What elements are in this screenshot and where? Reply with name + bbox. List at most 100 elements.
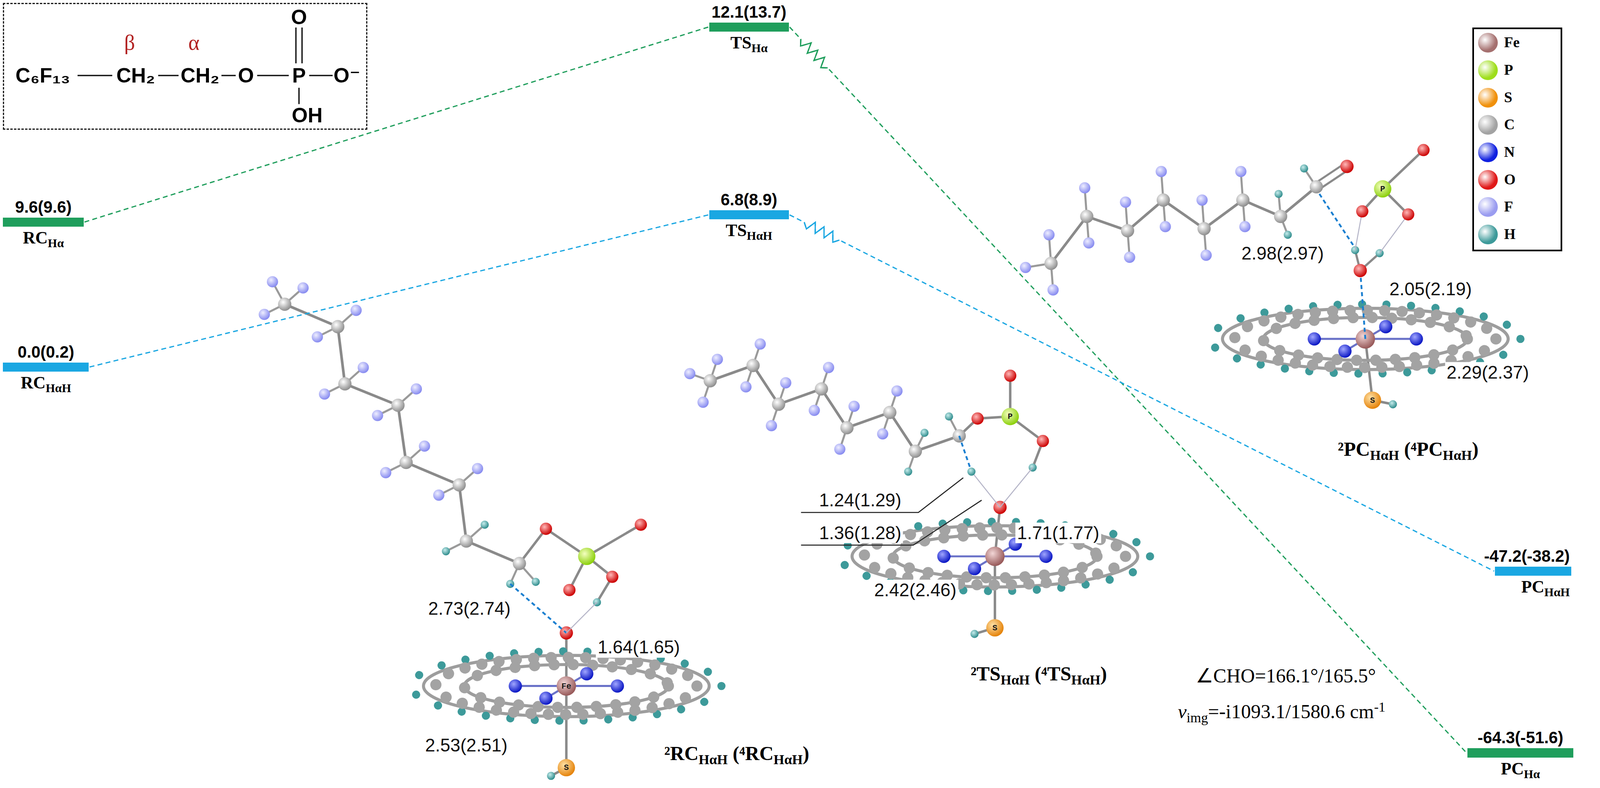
energy-value: -47.2(-38.2)	[1482, 546, 1572, 566]
hydrogen-bond	[566, 602, 598, 633]
state-name: TSHα	[728, 32, 770, 53]
carbon-position-label: β	[123, 32, 135, 54]
text-sub: img	[1186, 709, 1209, 725]
text-run	[1029, 662, 1035, 685]
phosphate-bonds	[1362, 149, 1424, 215]
energy-value: 9.6(9.6)	[13, 197, 74, 217]
formula-text: O	[238, 65, 255, 86]
energy-bar	[2, 217, 84, 227]
text-run: RC	[20, 373, 46, 392]
oxygen-atom	[634, 518, 647, 531]
energy-value: -64.3(-51.6)	[1476, 727, 1566, 747]
text-run: )	[1100, 662, 1108, 685]
energy-level-node: -64.3(-51.6)PCHα	[1467, 727, 1574, 779]
sulfur-atom	[986, 618, 1004, 637]
oxygen-atom	[1356, 205, 1369, 218]
text-run: )	[1471, 437, 1479, 460]
oxygen-atom	[1004, 369, 1017, 382]
distance-line	[510, 583, 567, 633]
text-sup: -1	[1373, 698, 1386, 714]
oxygen-atom	[1036, 434, 1050, 447]
distance-label: 2.53(2.51)	[423, 734, 510, 756]
text-sub: HαH	[1442, 447, 1472, 463]
distance-label: 1.36(1.28)	[817, 522, 904, 544]
text-run: =-i1093.1/1580.6	[1208, 700, 1346, 723]
legend-swatch	[1478, 87, 1498, 108]
distance-label: 1.71(1.77)	[1015, 522, 1102, 544]
legend-label: Fe	[1503, 34, 1520, 52]
text-run: TS	[730, 33, 752, 53]
hydrogen-bond	[1354, 211, 1408, 254]
connector-group	[89, 214, 709, 367]
legend-label: P	[1503, 61, 1513, 79]
formula-text: O⁻	[333, 65, 361, 86]
legend-label: S	[1503, 89, 1513, 106]
atom-symbol: Fe	[561, 680, 572, 691]
text-run: (⁴	[732, 742, 745, 764]
text-run: PC	[1500, 758, 1524, 778]
energy-level-node: -47.2(-38.2)PCHαH	[1482, 546, 1572, 597]
formula-text: CH₂	[116, 65, 155, 86]
legend-label: N	[1503, 143, 1515, 161]
text-run: TS	[1047, 662, 1072, 685]
legend-swatch	[1478, 114, 1498, 135]
structure-label: ²RCHαH (⁴RCHαH)	[662, 741, 811, 765]
distance-label: 2.29(2.37)	[1444, 362, 1531, 383]
hydrogen-atom	[1350, 245, 1360, 255]
structure-label: ²PCHαH (⁴PCHαH)	[1336, 437, 1481, 461]
energy-level-node: 9.6(9.6)RCHα	[2, 197, 84, 248]
atom-symbol: S	[563, 762, 569, 773]
formula-text: OH	[291, 105, 323, 126]
text-run: TS	[976, 662, 1001, 685]
text-run: )	[802, 742, 810, 764]
phosphorus-atom	[1001, 407, 1019, 425]
text-sub: HαH	[1370, 447, 1400, 463]
hydrogen-atom	[546, 771, 555, 780]
text-run: cm	[1350, 700, 1375, 723]
energy-bar	[2, 362, 89, 372]
text-run: PC	[1521, 577, 1545, 596]
legend-swatch	[1478, 169, 1498, 190]
energy-level-node: 12.1(13.7) TSHα	[709, 2, 789, 53]
carbon-chain	[284, 304, 520, 564]
oxygen-atom	[1353, 263, 1367, 278]
text-run: RC	[22, 228, 49, 248]
oxygen-atom	[539, 522, 553, 535]
legend-swatch	[1478, 142, 1498, 163]
legend-label: F	[1503, 198, 1513, 216]
energy-connector	[89, 214, 709, 367]
energy-bar	[1494, 566, 1572, 576]
energy-bar	[709, 210, 789, 220]
text-run: RC	[744, 742, 774, 764]
hydrogen-atom	[1388, 400, 1397, 409]
legend-swatch	[1478, 224, 1498, 245]
connector-group	[84, 27, 709, 223]
oxygen-atom	[1340, 159, 1354, 173]
energy-bar	[1467, 747, 1574, 757]
formula-text: P	[292, 65, 306, 86]
state-name: RCHαH	[18, 372, 73, 393]
text-ital: v	[1177, 700, 1187, 723]
legend-label: C	[1503, 116, 1515, 134]
energy-connector	[789, 27, 1467, 753]
phosphorus-atom	[1373, 180, 1392, 198]
distance-label: 2.05(2.19)	[1387, 278, 1474, 300]
text-run: ²	[970, 662, 977, 685]
atom-symbol: P	[1380, 183, 1386, 194]
text-sub: Hα	[751, 41, 768, 55]
squiggle	[800, 38, 828, 68]
carbon-chain	[710, 365, 960, 452]
hydrogen-atom	[970, 629, 979, 638]
formula-text: CH₂	[180, 65, 220, 86]
energy-value: 12.1(13.7)	[710, 2, 789, 22]
legend-label: H	[1503, 225, 1516, 243]
phosphate-bonds	[959, 375, 1043, 468]
text-sub: HαH	[1000, 671, 1030, 688]
energy-level-node: 0.0(0.2) RCHαH	[2, 342, 89, 393]
text-sub: HαH	[773, 751, 803, 767]
text-run: (⁴	[1404, 437, 1417, 460]
porphyrin-ring	[411, 651, 722, 721]
energy-value: 0.0(0.2)	[16, 342, 76, 362]
